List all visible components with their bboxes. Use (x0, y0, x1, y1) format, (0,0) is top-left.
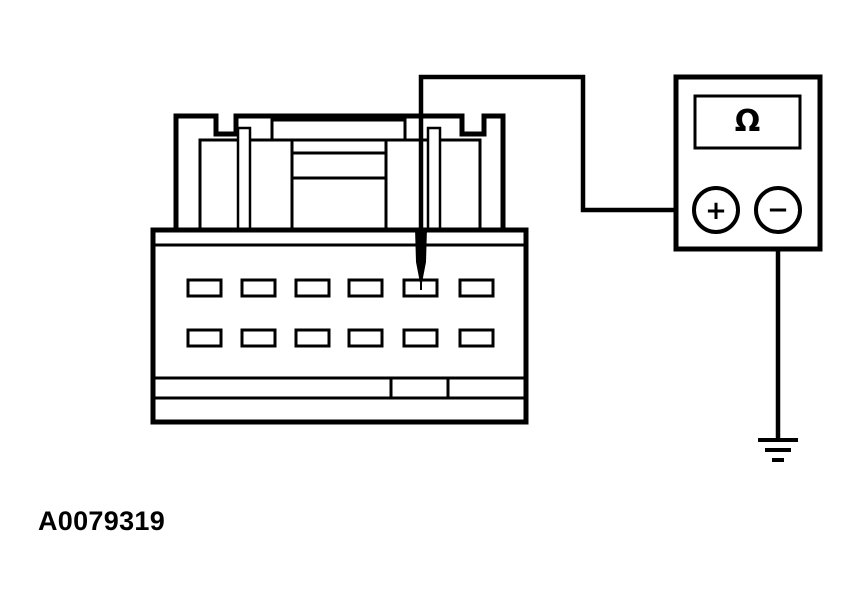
ground-icon (758, 438, 798, 462)
test-probe (415, 228, 427, 290)
meter-display (693, 94, 802, 150)
cavity (458, 278, 495, 298)
cavity (294, 328, 331, 348)
cavity (240, 278, 277, 298)
electrical-connector (150, 113, 529, 425)
ohmmeter: Ω + − (673, 74, 823, 252)
cavity (458, 328, 495, 348)
negative-terminal-icon: − (767, 195, 789, 225)
connector-guide-post-right (426, 126, 442, 234)
cavity (347, 278, 384, 298)
cavity (347, 328, 384, 348)
cavity (240, 328, 277, 348)
meter-display-symbol: Ω (735, 104, 761, 139)
connector-lock-tab (290, 138, 388, 234)
positive-terminal-icon: + (705, 196, 727, 226)
negative-terminal (754, 186, 802, 234)
connector-guide-post-left (236, 126, 252, 234)
positive-terminal (692, 186, 740, 234)
cavity (294, 278, 331, 298)
cavity (186, 278, 223, 298)
cavity (402, 328, 439, 348)
connector-latch-top (270, 118, 407, 142)
figure-id-label: A0079319 (38, 506, 166, 536)
positive-test-lead (418, 74, 694, 232)
cavity (186, 328, 223, 348)
connector-body (150, 227, 529, 425)
